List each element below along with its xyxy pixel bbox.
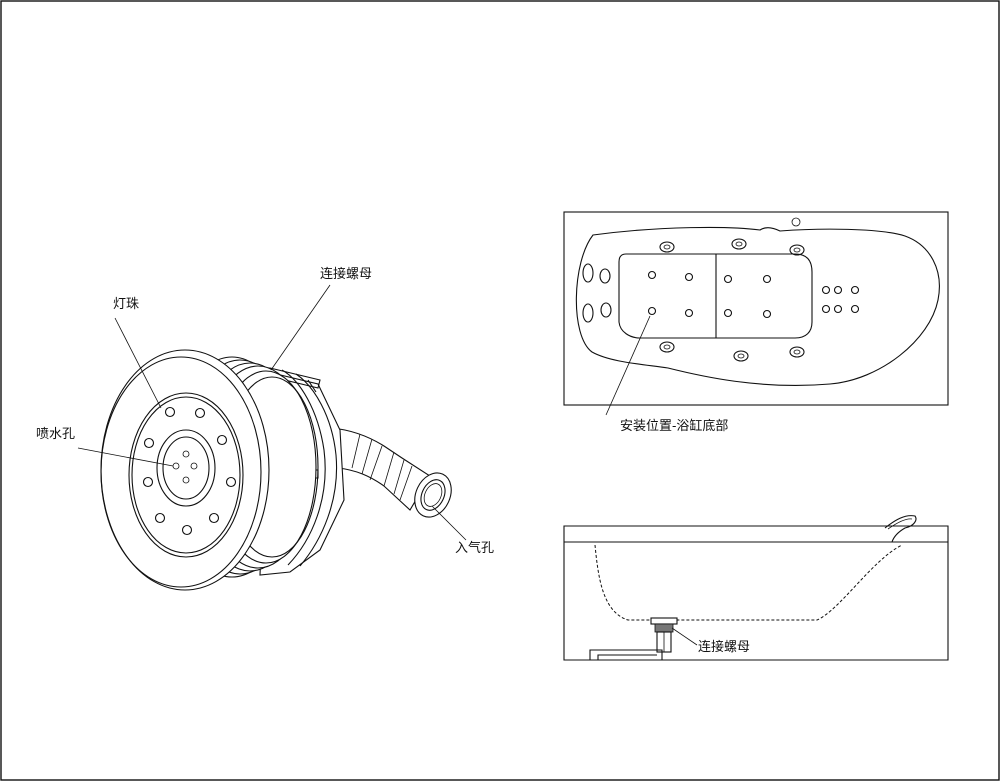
label-connector-nut-top: 连接螺母 (320, 266, 372, 282)
face-plate (100, 349, 270, 591)
air-inlet-pipe (331, 427, 452, 518)
spray-nozzle-center (156, 429, 216, 507)
section-nozzle (589, 617, 678, 660)
tub-interior-dashed (594, 544, 903, 621)
bathtub-section-view: 连接螺母 (563, 515, 949, 661)
label-led-beads: 灯珠 (113, 297, 139, 312)
bathtub-plan-view: 安装位置-浴缸底部 (563, 211, 949, 434)
label-connector-nut-section: 连接螺母 (698, 639, 750, 655)
air-inlet-port (414, 472, 452, 518)
led-beads (142, 406, 237, 536)
side-jets (659, 238, 805, 362)
bottom-jets (647, 270, 772, 319)
foot-jets (821, 285, 860, 314)
label-spray-hole: 喷水孔 (36, 427, 75, 442)
label-install-position: 安装位置-浴缸底部 (620, 418, 728, 434)
section-frame (563, 525, 949, 661)
tub-seat-area (618, 253, 813, 339)
label-air-inlet: 入气孔 (455, 540, 494, 556)
back-jets (582, 263, 612, 323)
plan-frame (563, 211, 949, 406)
jet-nozzle-view: 灯珠 喷水孔 连接螺母 入气孔 (36, 266, 494, 591)
tub-outline (575, 226, 940, 386)
